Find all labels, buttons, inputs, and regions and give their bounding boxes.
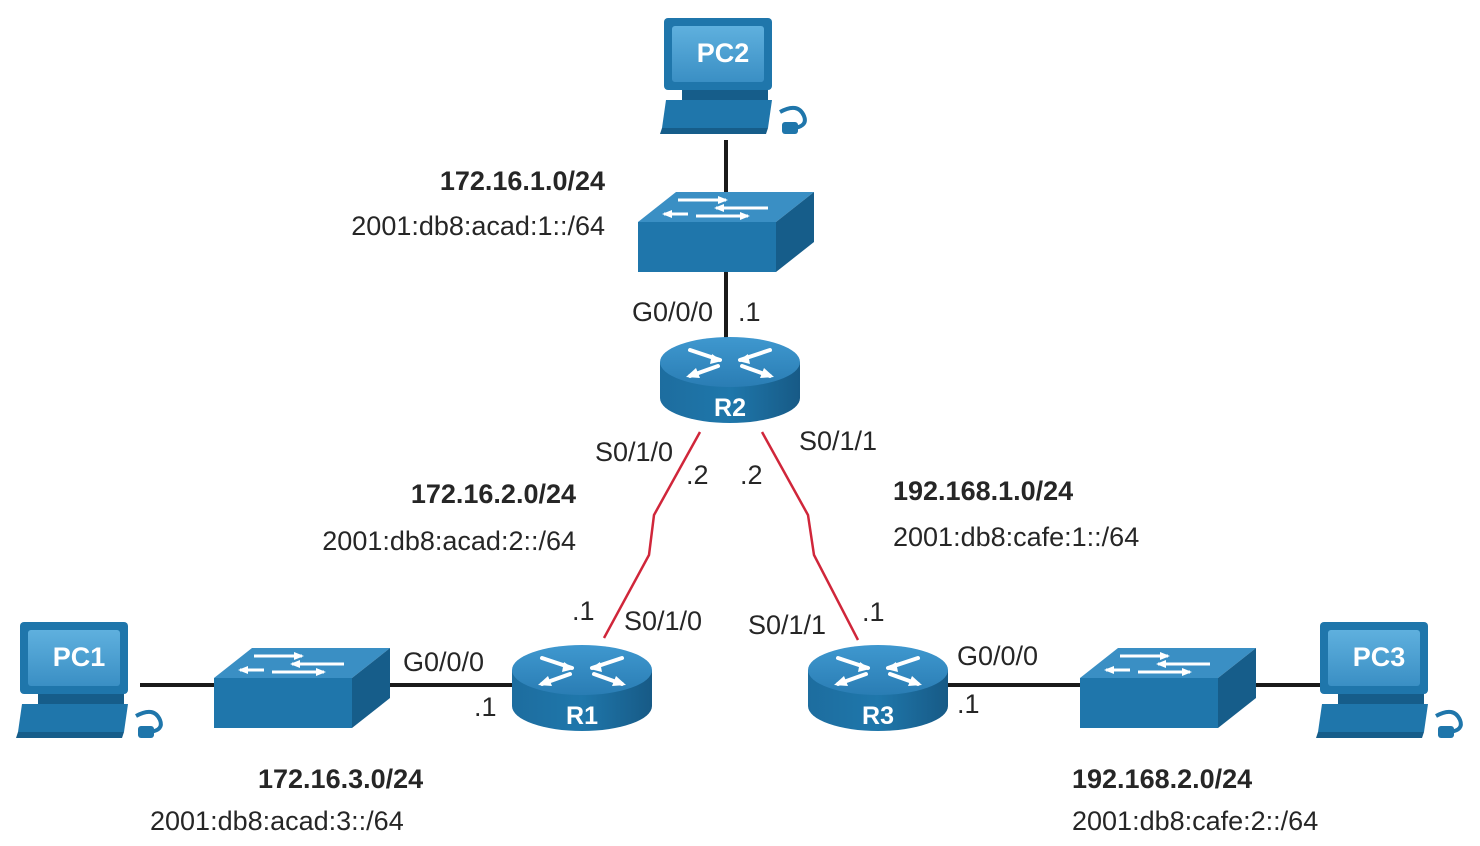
pc1-lan-ipv6: 2001:db8:acad:3::/64 — [150, 806, 404, 836]
r2-s011-host: .2 — [740, 460, 763, 490]
pc3-lan-ipv6: 2001:db8:cafe:2::/64 — [1072, 806, 1318, 836]
switch-pc2-lan[interactable] — [636, 190, 816, 274]
r2-s011-name: S0/1/1 — [799, 426, 877, 456]
pc3-label: PC3 — [1353, 642, 1406, 672]
switch-pc3-lan[interactable] — [1078, 646, 1258, 730]
links — [140, 140, 1340, 687]
pc1-device[interactable]: PC1 — [14, 620, 163, 740]
router-r1[interactable]: R1 — [510, 643, 654, 733]
r2-r3-net-ipv4: 192.168.1.0/24 — [893, 476, 1073, 506]
r1-r2-net-ipv4: 172.16.2.0/24 — [411, 479, 576, 509]
r2-label: R2 — [714, 394, 746, 422]
r3-g000-host: .1 — [957, 689, 980, 719]
r3-s011-name: S0/1/1 — [748, 610, 826, 640]
r3-label: R3 — [862, 702, 894, 730]
r1-g000-host: .1 — [474, 692, 497, 722]
serial-link-r2-r3 — [760, 431, 860, 641]
r2-g000-host: .1 — [738, 297, 761, 327]
serial-link-r1-r2 — [602, 431, 702, 639]
pc2-lan-ipv6: 2001:db8:acad:1::/64 — [351, 211, 605, 241]
r3-s011-host: .1 — [862, 597, 885, 627]
router-r2[interactable]: R2 — [658, 335, 802, 425]
r2-g000-name: G0/0/0 — [632, 297, 713, 327]
r1-s010-host: .1 — [572, 596, 595, 626]
r1-s010-name: S0/1/0 — [624, 606, 702, 636]
pc2-lan-ipv4: 172.16.1.0/24 — [440, 166, 605, 196]
r2-r3-net-ipv6: 2001:db8:cafe:1::/64 — [893, 522, 1139, 552]
pc1-label: PC1 — [53, 642, 106, 672]
r2-s010-name: S0/1/0 — [595, 437, 673, 467]
pc3-lan-ipv4: 192.168.2.0/24 — [1072, 764, 1252, 794]
r1-r2-net-ipv6: 2001:db8:acad:2::/64 — [322, 526, 576, 556]
pc1-lan-ipv4: 172.16.3.0/24 — [258, 764, 423, 794]
pc3-device[interactable]: PC3 — [1314, 620, 1463, 740]
pc2-label: PC2 — [697, 38, 750, 68]
r2-s010-host: .2 — [686, 460, 709, 490]
router-r3[interactable]: R3 — [806, 643, 950, 733]
switch-pc1-lan[interactable] — [212, 646, 392, 730]
r3-g000-name: G0/0/0 — [957, 641, 1038, 671]
r1-label: R1 — [566, 702, 598, 730]
r1-g000-name: G0/0/0 — [403, 647, 484, 677]
pc2-device[interactable]: PC2 — [658, 16, 807, 136]
